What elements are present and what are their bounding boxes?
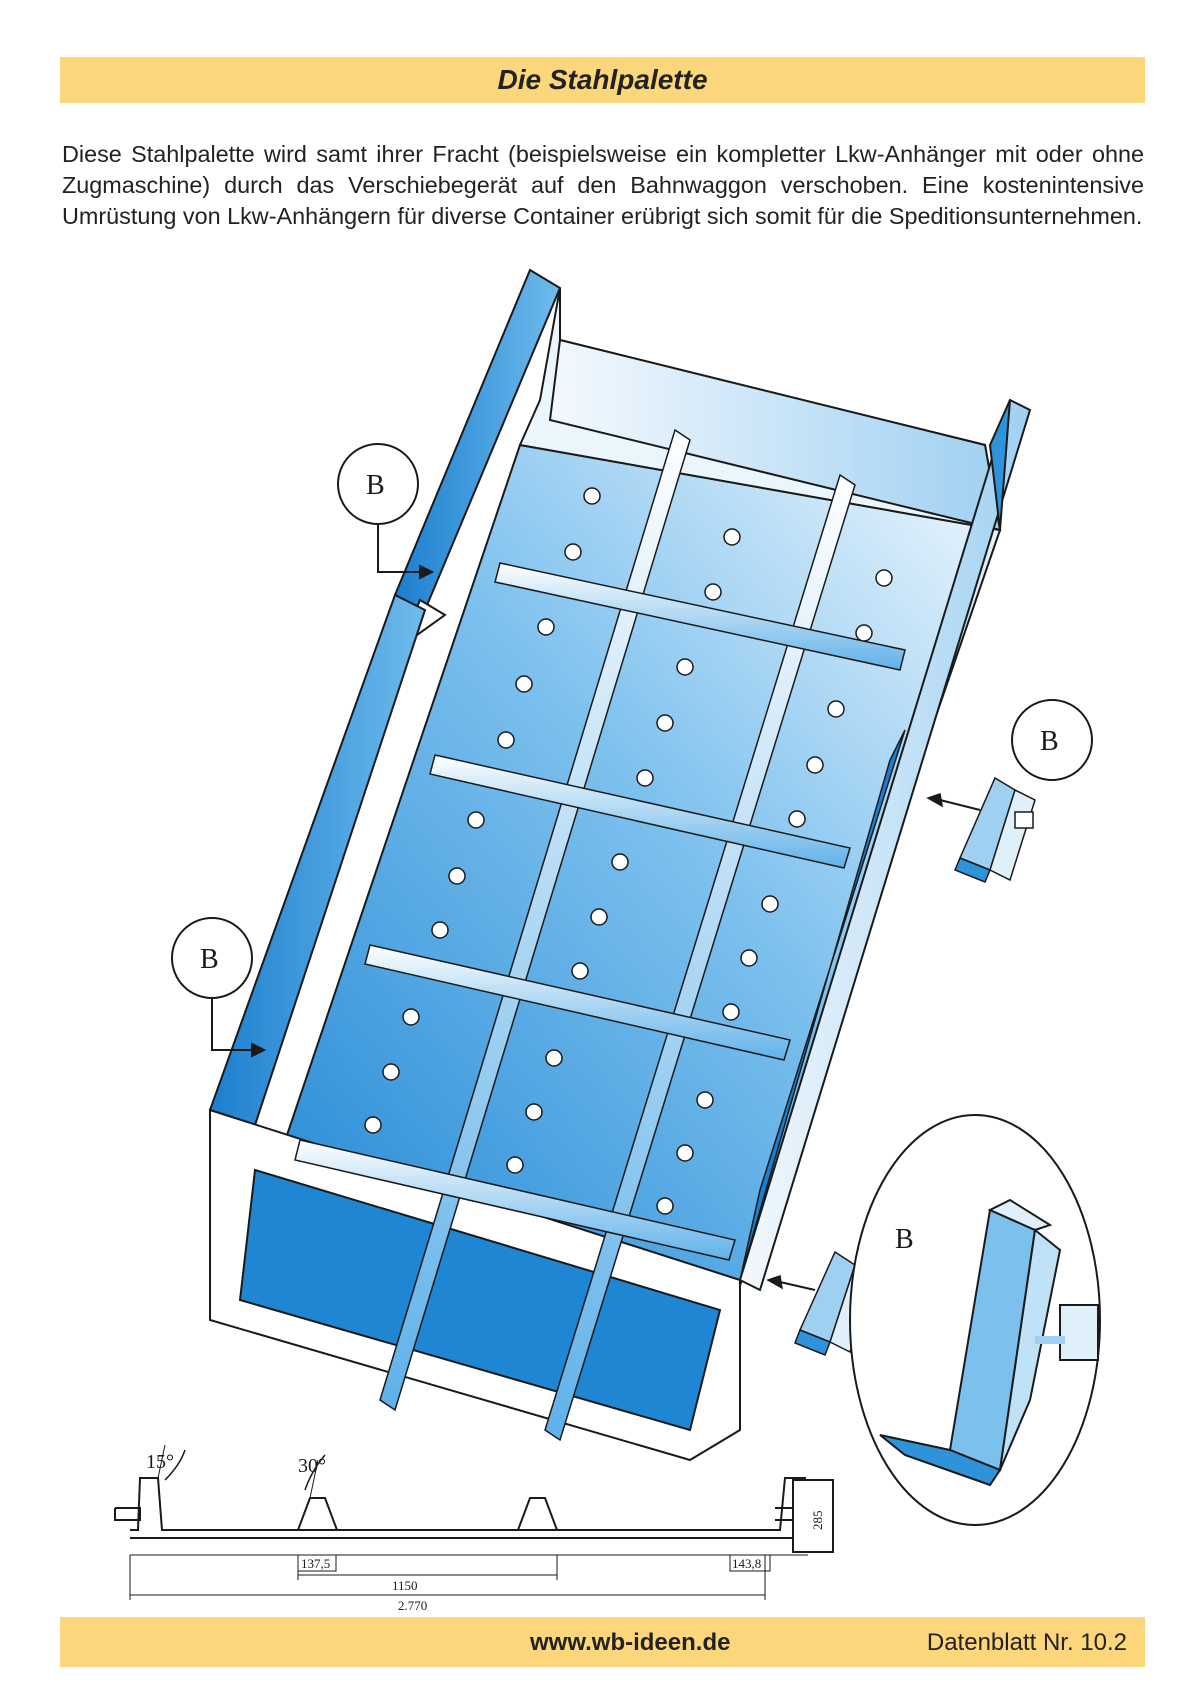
- cross-rib-2: [429, 754, 851, 869]
- right-wall: [738, 398, 1032, 1292]
- dim-137-5: 137,5: [301, 1556, 330, 1571]
- callout-b-lower-label: B: [200, 944, 219, 975]
- page-title: Die Stahlpalette: [497, 64, 708, 95]
- footer-bar: www.wb-ideen.de Datenblatt Nr. 10.2: [60, 1617, 1145, 1667]
- callout-b-upper: [337, 443, 435, 580]
- long-rib-1: [379, 428, 691, 1412]
- datasheet-number: Datenblatt Nr. 10.2: [926, 1629, 1127, 1656]
- locking-block-upper: [926, 776, 1036, 883]
- cross-rib-1: [494, 562, 906, 671]
- dim-143-8: 143,8: [732, 1556, 761, 1571]
- intro-paragraph: Diese Stahlpalette wird samt ihrer Frach…: [62, 141, 1144, 230]
- title-bar: Die Stahlpalette: [60, 57, 1145, 103]
- dim-2770: 2.770: [398, 1598, 427, 1613]
- callout-b-right: [1011, 699, 1093, 781]
- dim-1150: 1150: [392, 1578, 418, 1593]
- cross-rib-4: [294, 1139, 736, 1261]
- callout-b-lower: [171, 917, 267, 1058]
- dim-285: 285: [810, 1511, 825, 1531]
- cross-rib-3: [364, 944, 791, 1061]
- detail-ellipse-label: B: [895, 1224, 914, 1255]
- long-rib-2: [544, 473, 856, 1442]
- cross-section: [114, 1444, 834, 1600]
- angle-15: 15°: [146, 1451, 174, 1473]
- callout-b-upper-label: B: [366, 470, 385, 501]
- detail-ellipse: [849, 1114, 1101, 1526]
- angle-30: 30°: [298, 1455, 326, 1477]
- fixing-holes: [364, 487, 893, 1215]
- footer-url[interactable]: www.wb-ideen.de: [530, 1629, 731, 1656]
- callout-b-right-label: B: [1040, 726, 1059, 757]
